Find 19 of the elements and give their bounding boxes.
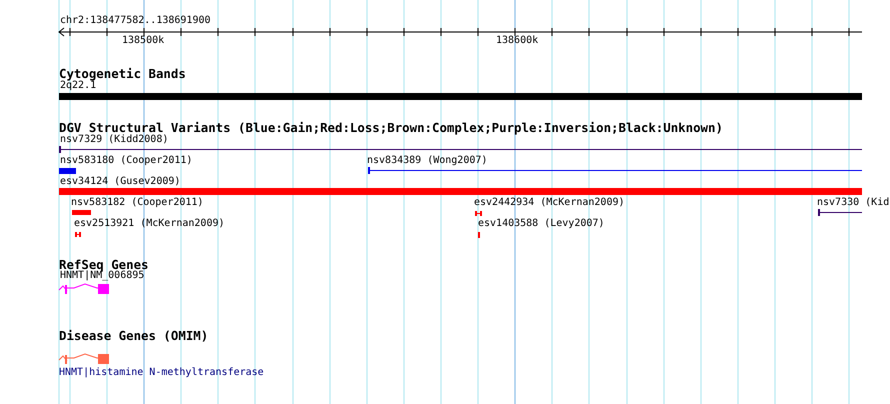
band-label: 2q22.1 bbox=[60, 80, 96, 92]
track-heading: Disease Genes (OMIM) bbox=[59, 329, 208, 343]
tick-label: 138500k bbox=[122, 35, 164, 47]
feature-label: nsv834389 (Wong2007) bbox=[367, 155, 488, 167]
feature-label: nsv583182 (Cooper2011) bbox=[71, 197, 204, 209]
gene-label: HNMT|NM_006895 bbox=[60, 270, 144, 282]
feature-label: nsv7330 (Kid bbox=[817, 197, 890, 209]
feature-label: esv2442934 (McKernan2009) bbox=[474, 197, 625, 209]
feature-label: nsv583180 (Cooper2011) bbox=[60, 155, 192, 167]
tick-label: 138600k bbox=[496, 35, 538, 47]
track-heading: Cytogenetic Bands bbox=[59, 67, 186, 81]
track-heading: RefSeq Genes bbox=[59, 258, 149, 272]
feature-label: esv1403588 (Levy2007) bbox=[478, 218, 604, 230]
feature-label: nsv7329 (Kidd2008) bbox=[60, 134, 168, 146]
track-heading: DGV Structural Variants (Blue:Gain;Red:Loss;Brown:Complex;Purple:Inversion;Black:Unknown) bbox=[59, 121, 723, 135]
locus-label: chr2:138477582..138691900 bbox=[60, 15, 211, 27]
feature-label: esv34124 (Gusev2009) bbox=[60, 176, 180, 188]
gene-label: HNMT|histamine N-methyltransferase bbox=[59, 367, 264, 379]
feature-label: esv2513921 (McKernan2009) bbox=[74, 218, 225, 230]
